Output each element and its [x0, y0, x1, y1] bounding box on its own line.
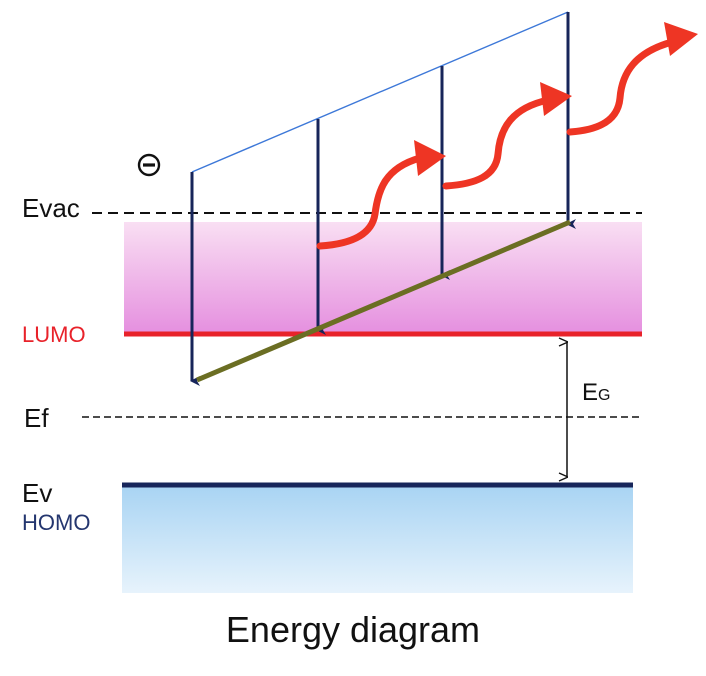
homo-label: HOMO [22, 510, 91, 535]
photon-arrow-1 [316, 154, 424, 250]
vacuum-slope-line [191, 11, 569, 173]
minus-circle-icon [137, 153, 161, 177]
band-slope-line [196, 219, 571, 383]
bandgap-label-sub: G [598, 387, 611, 404]
ev-label: Ev [22, 478, 53, 508]
conduction-band [124, 222, 642, 334]
bandgap-label-main: E [582, 379, 599, 406]
ef-label: Ef [24, 403, 49, 433]
photon-arrow-3 [566, 38, 676, 136]
photon-arrows [316, 38, 676, 250]
bandgap-label: EG [582, 381, 610, 405]
valence-band [122, 487, 633, 593]
diagram-caption: Energy diagram [225, 609, 481, 650]
photon-arrow-2 [442, 96, 552, 190]
photon-arrowhead-1 [414, 140, 446, 176]
photon-arrowhead-3 [664, 22, 698, 56]
photon-arrowhead-2 [540, 82, 572, 116]
lumo-label: LUMO [22, 322, 86, 347]
evac-label: Evac [22, 193, 80, 223]
